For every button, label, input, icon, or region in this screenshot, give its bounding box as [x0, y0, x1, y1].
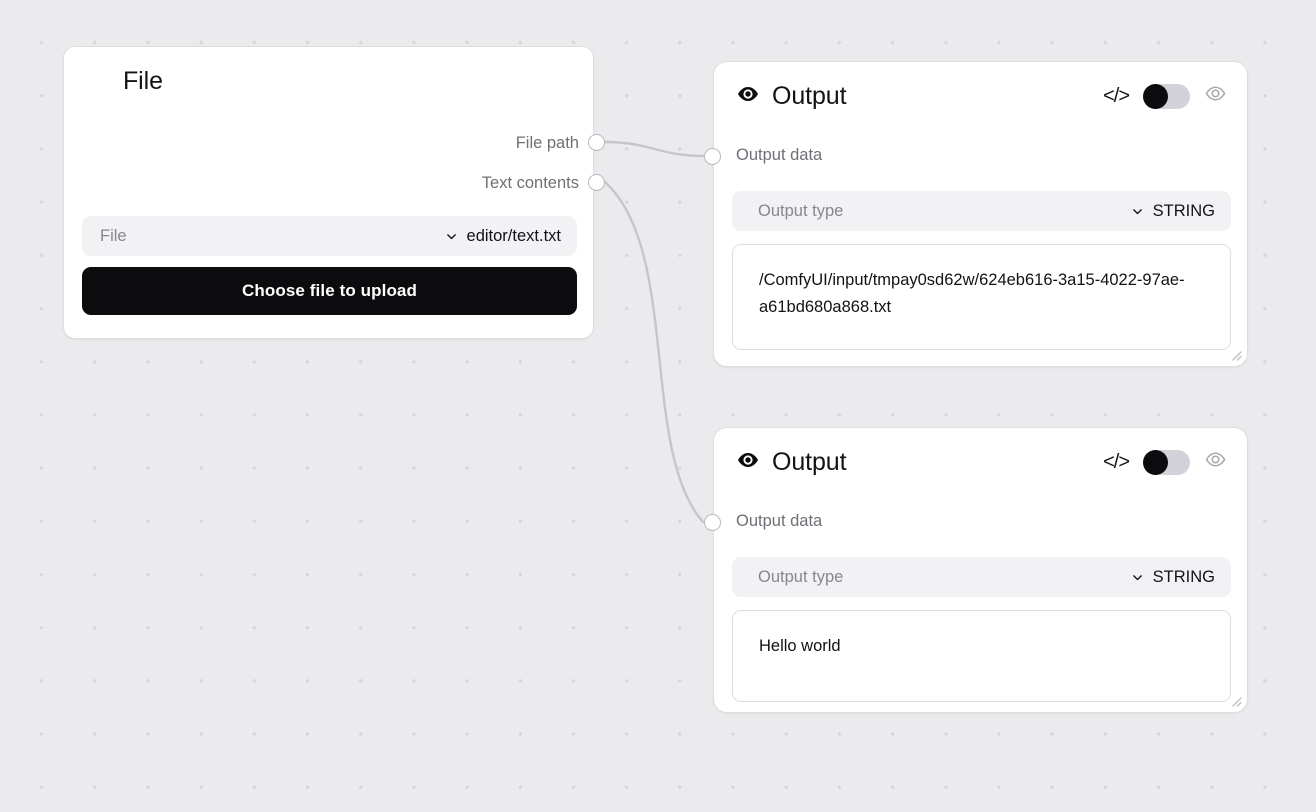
output-node-2[interactable]: Output </> Output data Output type: [713, 427, 1248, 713]
output-node-2-input-label: Output data: [736, 512, 823, 530]
eye-filled-icon: [736, 82, 760, 111]
output-node-1[interactable]: Output </> Output data Output type: [713, 61, 1248, 367]
output-type-label: Output type: [758, 567, 844, 586]
resize-handle[interactable]: [1228, 693, 1242, 707]
chevron-down-icon: [1131, 571, 1144, 584]
code-icon[interactable]: </>: [1103, 450, 1130, 473]
output-node-1-input-label: Output data: [736, 146, 823, 164]
file-select-label: File: [100, 226, 127, 245]
output-node-2-title: Output: [772, 447, 847, 476]
choose-file-to-upload-button[interactable]: Choose file to upload: [82, 267, 577, 315]
edge-textcontents-to-output2: [603, 180, 705, 524]
file-output-row-filepath: File path: [516, 133, 593, 153]
port-label-text-contents: Text contents: [481, 173, 579, 192]
toggle-knob: [1143, 449, 1168, 475]
output-node-1-title: Output: [772, 81, 847, 110]
file-output-row-textcontents: Text contents: [482, 173, 593, 193]
output-type-label: Output type: [758, 201, 844, 220]
output-node-2-type-row[interactable]: Output type STRING: [732, 557, 1231, 597]
output-type-value: STRING: [1152, 567, 1215, 586]
chevron-down-icon: [1131, 205, 1144, 218]
edge-filepath-to-output1: [603, 140, 705, 158]
input-port-output-data-2[interactable]: [704, 514, 721, 531]
file-select-dropdown[interactable]: File editor/text.txt: [82, 216, 577, 256]
output-node-1-toggle[interactable]: [1143, 83, 1190, 109]
output-node-1-type-row[interactable]: Output type STRING: [732, 191, 1231, 231]
output-node-2-header: Output </>: [714, 428, 1247, 496]
output-node-1-text-value[interactable]: /ComfyUI/input/tmpay0sd62w/624eb616-3a15…: [732, 244, 1231, 350]
file-node[interactable]: File File path Text contents File editor…: [63, 46, 594, 339]
output-type-value: STRING: [1152, 201, 1215, 220]
eye-filled-icon: [736, 448, 760, 477]
port-label-file-path: File path: [515, 133, 579, 152]
output-node-2-text-value[interactable]: Hello world: [732, 610, 1231, 702]
file-node-title: File: [123, 67, 163, 95]
output-node-1-header: Output </>: [714, 62, 1247, 130]
resize-handle[interactable]: [1228, 347, 1242, 361]
eye-outline-icon[interactable]: [1204, 448, 1227, 476]
eye-outline-icon[interactable]: [1204, 82, 1227, 110]
output-port-text-contents[interactable]: [588, 174, 605, 191]
output-node-2-toggle[interactable]: [1143, 449, 1190, 475]
output-port-file-path[interactable]: [588, 134, 605, 151]
file-select-value: editor/text.txt: [466, 226, 561, 245]
input-port-output-data-1[interactable]: [704, 148, 721, 165]
chevron-down-icon: [445, 230, 458, 243]
code-icon[interactable]: </>: [1103, 84, 1130, 107]
toggle-knob: [1143, 83, 1168, 109]
